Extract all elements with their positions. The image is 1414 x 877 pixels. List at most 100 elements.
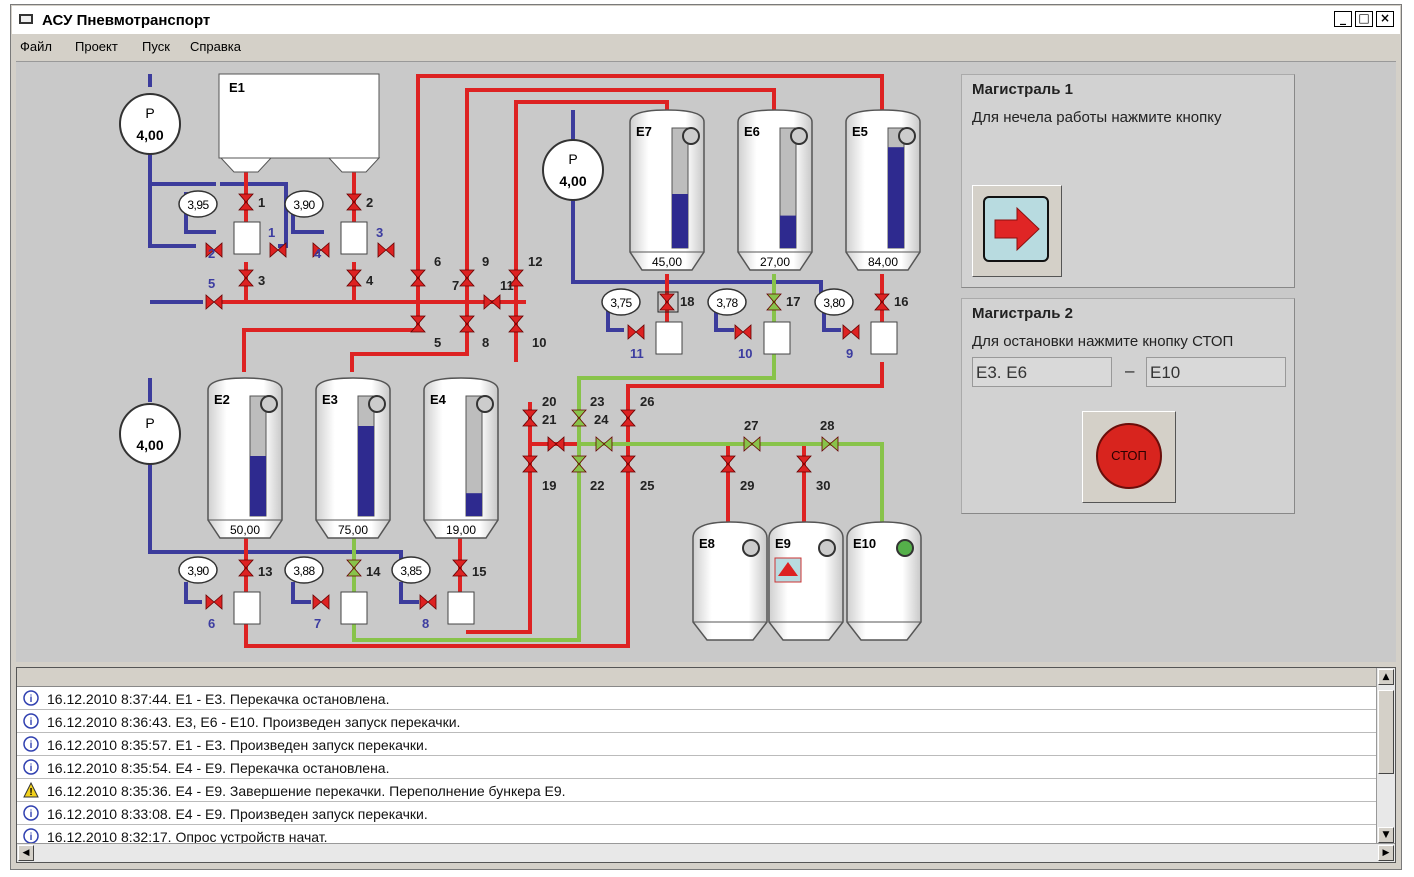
route-from-field[interactable]: E3. E6: [972, 357, 1112, 387]
valve-icon[interactable]: [627, 324, 645, 340]
tank-e8[interactable]: E8: [692, 521, 768, 641]
pressure-gauge-3: P 4,00: [119, 403, 181, 465]
valve-icon[interactable]: [459, 315, 475, 333]
valve-icon[interactable]: [452, 559, 468, 577]
valve-icon[interactable]: [547, 436, 565, 452]
valve-icon[interactable]: [522, 409, 538, 427]
valve-icon[interactable]: [620, 409, 636, 427]
valve-icon[interactable]: [205, 594, 223, 610]
scroll-down-icon[interactable]: ▼: [1378, 827, 1394, 843]
valve-icon[interactable]: [238, 193, 254, 211]
pressure-readout: 3,90: [178, 556, 218, 584]
scroll-up-icon[interactable]: ▲: [1378, 669, 1394, 685]
valve-icon[interactable]: [508, 269, 524, 287]
valve-icon[interactable]: [269, 242, 287, 258]
valve-icon[interactable]: [410, 269, 426, 287]
status-lamp-icon: [898, 127, 916, 145]
menu-file[interactable]: Файл: [20, 39, 52, 54]
tank-e10[interactable]: E10: [846, 521, 922, 641]
valve-label: 15: [472, 564, 486, 579]
close-button[interactable]: ×: [1376, 11, 1394, 27]
valve-icon[interactable]: [346, 193, 362, 211]
feeder-box[interactable]: [655, 321, 683, 355]
feeder-box[interactable]: [233, 221, 261, 255]
valve-icon[interactable]: [571, 409, 587, 427]
event-log: i 16.12.2010 8:37:44. E1 - E3. Перекачка …: [16, 667, 1396, 863]
valve-icon[interactable]: [483, 294, 501, 310]
log-vertical-scrollbar[interactable]: ▲ ▼: [1376, 668, 1395, 844]
info-icon: i: [23, 713, 39, 729]
menu-run[interactable]: Пуск: [142, 39, 170, 54]
valve-icon[interactable]: [459, 269, 475, 287]
tank-e9[interactable]: E9: [768, 521, 844, 641]
tank-e1[interactable]: E1: [218, 73, 381, 173]
valve-icon[interactable]: [842, 324, 860, 340]
valve-icon[interactable]: [312, 594, 330, 610]
valve-icon[interactable]: [410, 315, 426, 333]
valve-icon[interactable]: [312, 242, 330, 258]
valve-icon[interactable]: [743, 436, 761, 452]
log-message: 16.12.2010 8:37:44. E1 - E3. Перекачка о…: [47, 691, 390, 707]
maximize-button[interactable]: □: [1355, 11, 1373, 27]
tank-e2-level: 50,00: [230, 523, 260, 537]
valve-icon[interactable]: [821, 436, 839, 452]
scroll-thumb[interactable]: [1378, 690, 1394, 774]
valve-icon[interactable]: [205, 242, 223, 258]
menu-help[interactable]: Справка: [190, 39, 241, 54]
log-message: 16.12.2010 8:35:54. E4 - E9. Перекачка о…: [47, 760, 390, 776]
valve-icon[interactable]: [508, 315, 524, 333]
pressure-readout: 3,80: [814, 288, 854, 316]
valve-icon[interactable]: [419, 594, 437, 610]
valve-icon[interactable]: [874, 293, 890, 311]
status-lamp-icon: [818, 539, 836, 557]
valve-icon[interactable]: [522, 455, 538, 473]
valve-icon[interactable]: [571, 455, 587, 473]
valve-icon[interactable]: [346, 269, 362, 287]
status-lamp-icon: [742, 539, 760, 557]
log-horizontal-scrollbar[interactable]: ◀ ▶: [17, 843, 1395, 862]
feeder-box[interactable]: [340, 221, 368, 255]
feeder-box[interactable]: [763, 321, 791, 355]
valve-icon[interactable]: [595, 436, 613, 452]
feeder-box[interactable]: [233, 591, 261, 625]
valve-icon[interactable]: [659, 293, 675, 311]
valve-icon[interactable]: [796, 455, 812, 473]
start-button[interactable]: [972, 185, 1062, 277]
valve-label: 17: [786, 294, 800, 309]
valve-icon[interactable]: [238, 269, 254, 287]
valve-icon[interactable]: [734, 324, 752, 340]
tank-e5-label: E5: [852, 124, 868, 139]
minimize-button[interactable]: _: [1334, 11, 1352, 27]
valve-icon[interactable]: [205, 294, 223, 310]
menu-project[interactable]: Проект: [75, 39, 118, 54]
valve-icon[interactable]: [620, 455, 636, 473]
feeder-box[interactable]: [447, 591, 475, 625]
stop-button[interactable]: СТОП: [1082, 411, 1176, 503]
valve-icon[interactable]: [720, 455, 736, 473]
valve-icon[interactable]: [377, 242, 395, 258]
feeder-box[interactable]: [870, 321, 898, 355]
scroll-right-icon[interactable]: ▶: [1378, 845, 1394, 861]
log-row[interactable]: !16.12.2010 8:35:36. E4 - E9. Завершение…: [17, 780, 1377, 802]
level-fill-e4: [466, 493, 482, 516]
scroll-left-icon[interactable]: ◀: [18, 845, 34, 861]
feeder-label: 11: [630, 346, 644, 361]
valve-icon[interactable]: [766, 293, 782, 311]
level-fill-e6: [780, 215, 796, 248]
valve-icon[interactable]: [238, 559, 254, 577]
route-to-field[interactable]: E10: [1146, 357, 1286, 387]
feeder-box[interactable]: [340, 591, 368, 625]
valve-icon[interactable]: [346, 559, 362, 577]
